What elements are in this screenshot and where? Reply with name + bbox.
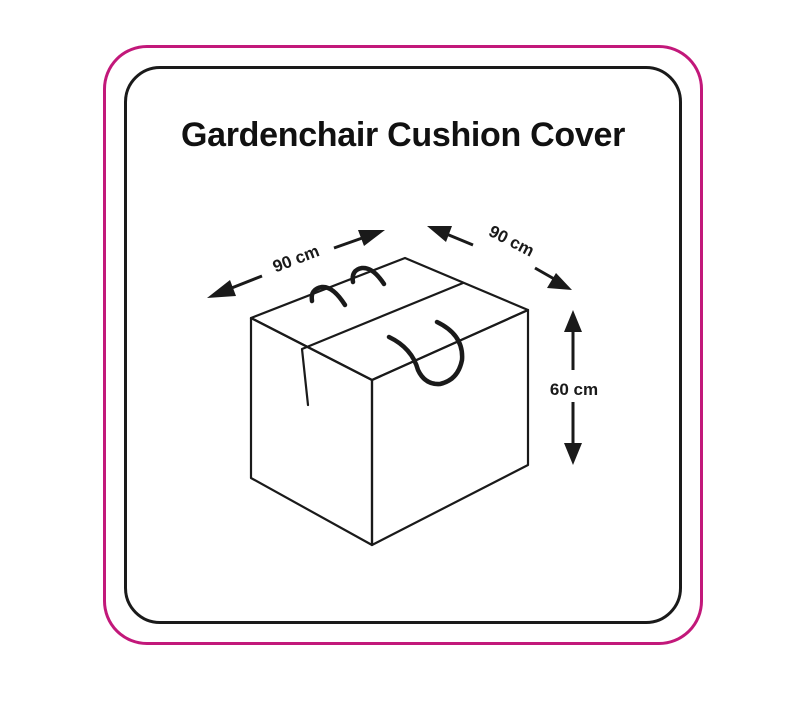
inner-border-frame [124, 66, 682, 624]
height-dimension-arrow [564, 310, 582, 465]
box-top-face [249, 256, 530, 382]
product-title: Gardenchair Cushion Cover [180, 116, 626, 154]
width-dimension-arrow [207, 230, 385, 298]
top-strap-handle-right [350, 265, 387, 287]
height-dimension-label: 60 cm [550, 380, 598, 399]
width-dimension-label: 90 cm [270, 241, 322, 276]
outer-border-frame [103, 45, 703, 645]
depth-dimension-label: 90 cm [486, 222, 538, 261]
top-strap-handle-left [309, 284, 348, 308]
box-front-face [249, 316, 374, 547]
box-side-face [370, 308, 530, 547]
zipper-seam-line [300, 281, 465, 407]
depth-dimension-arrow [427, 226, 572, 290]
side-carry-handle [386, 319, 465, 387]
